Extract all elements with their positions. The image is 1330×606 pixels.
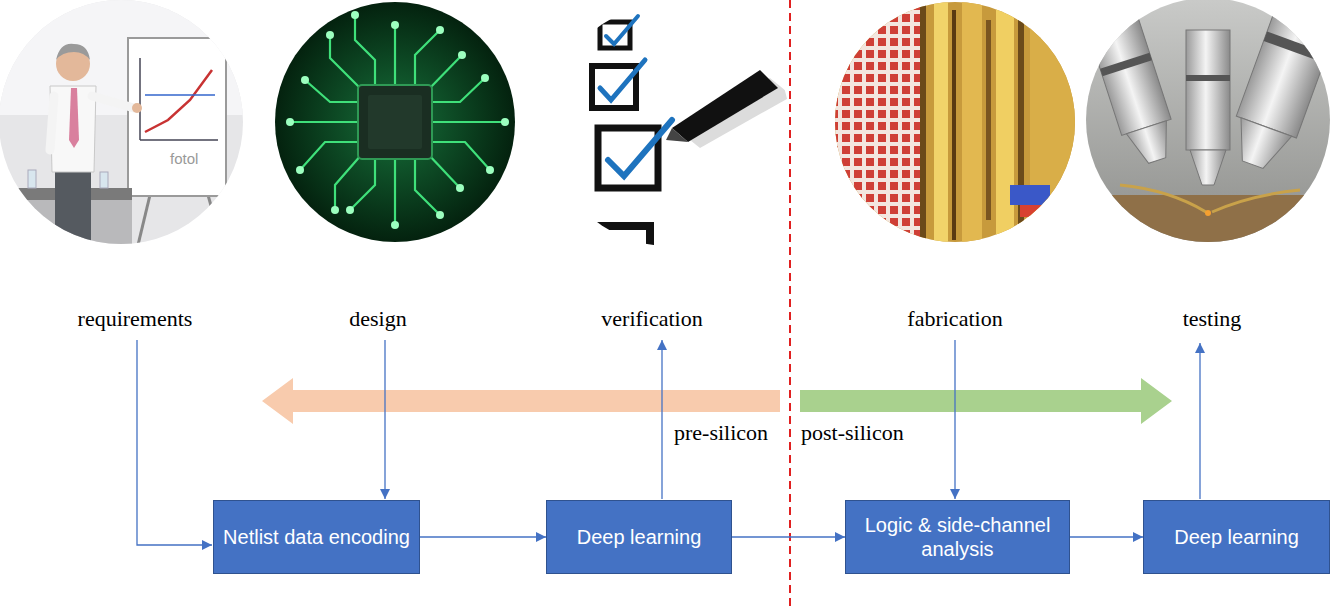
box-text: Deep learning [577, 525, 702, 549]
leader-arrow [661, 340, 662, 499]
process-box: Deep learning [1143, 500, 1330, 574]
phase-label: pre-silicon [674, 420, 768, 446]
flow-arrow [420, 536, 546, 538]
divider-line [789, 0, 791, 606]
pre-silicon-arrow [262, 378, 780, 424]
watermark: fotol [170, 150, 198, 168]
stage-name: fabrication [907, 306, 1002, 332]
leader-arrow [384, 340, 385, 499]
post-silicon-arrow [800, 378, 1172, 424]
die-photo [835, 0, 1075, 245]
box-text: Logic & side-channel analysis [854, 513, 1061, 561]
flow-arrow [732, 536, 845, 538]
box-text: Deep learning [1174, 525, 1299, 549]
microscope-photo [1085, 0, 1330, 245]
phase-label: post-silicon [801, 420, 904, 446]
leader-arrow [137, 340, 212, 545]
process-box: Logic & side-channel analysis [845, 500, 1070, 574]
leader-arrow [954, 340, 955, 499]
stage-name: verification [601, 306, 702, 332]
stage-name: design [349, 306, 406, 332]
stage-name: testing [1183, 306, 1242, 332]
process-box: Deep learning [546, 500, 732, 574]
flow-arrow [1070, 536, 1143, 538]
chip-photo [275, 2, 515, 242]
box-text: Netlist data encoding [223, 525, 410, 549]
stage-name: requirements [78, 306, 193, 332]
leader-arrow [1199, 343, 1200, 499]
checklist-photo [545, 0, 795, 250]
presenter-photo [0, 0, 244, 245]
process-box: Netlist data encoding [213, 500, 420, 574]
